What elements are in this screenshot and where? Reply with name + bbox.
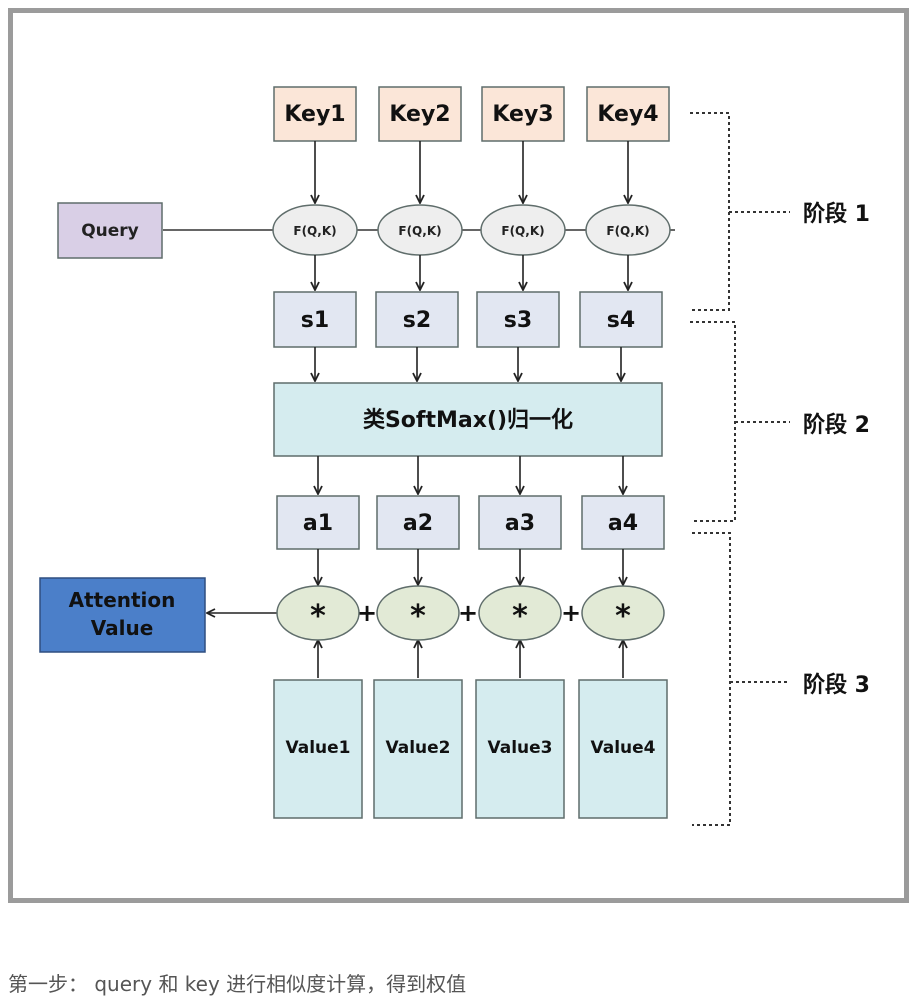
weight-to-multiply-arrows (318, 549, 623, 585)
caption-text: 第一步： query 和 key 进行相似度计算，得到权值 (8, 972, 467, 996)
similarity-ellipse-2: F(Q,K) (377, 204, 463, 256)
score-box-4: s4 (579, 291, 663, 348)
value-box-1: Value1 (273, 679, 363, 819)
key-box-3: Key3 (481, 86, 565, 142)
score-label: s1 (301, 308, 329, 333)
value-row: Value1 Value2 Value3 Value4 (273, 679, 668, 819)
multiply-ellipse-4: * (581, 585, 665, 641)
key-box-1: Key1 (273, 86, 357, 142)
stage-2-label: 阶段 2 (803, 412, 870, 438)
multiply-ellipse-1: * (276, 585, 360, 641)
multiply-symbol: * (615, 599, 631, 634)
f-to-score-arrows (315, 255, 628, 290)
key-label: Key4 (597, 102, 658, 127)
score-box-1: s1 (273, 291, 357, 348)
query-label: Query (81, 221, 139, 241)
value-label: Value1 (286, 738, 351, 758)
weight-label: a2 (403, 511, 433, 536)
weight-box-1: a1 (276, 495, 360, 550)
score-box-2: s2 (375, 291, 459, 348)
attention-value-box: Attention Value (39, 577, 206, 653)
query-box: Query (57, 202, 163, 259)
stage-3-bracket (692, 532, 731, 826)
plus-sign: + (458, 599, 478, 627)
multiply-symbol: * (310, 599, 326, 634)
fqk-label: F(Q,K) (606, 224, 649, 238)
value-label: Value2 (386, 738, 451, 758)
attention-label-line1: Attention (69, 588, 176, 612)
key-label: Key1 (284, 102, 345, 127)
value-to-multiply-arrows (318, 640, 623, 678)
key-row: Key1 Key2 Key3 Key4 (273, 86, 670, 142)
stage-labels: 阶段 1 阶段 2 阶段 3 (803, 201, 870, 698)
fqk-label: F(Q,K) (398, 224, 441, 238)
multiply-ellipse-2: * (376, 585, 460, 641)
stage-brackets (690, 112, 790, 826)
score-box-3: s3 (476, 291, 560, 348)
score-to-softmax-arrows (315, 347, 621, 381)
similarity-ellipse-4: F(Q,K) (585, 204, 671, 256)
fqk-label: F(Q,K) (501, 224, 544, 238)
softmax-box: 类SoftMax()归一化 (273, 382, 663, 457)
value-label: Value4 (591, 738, 656, 758)
multiply-symbol: * (512, 599, 528, 634)
score-row: s1 s2 s3 s4 (273, 291, 663, 348)
stage-1-bracket (690, 112, 730, 311)
plus-sign: + (357, 599, 377, 627)
key-to-f-arrows (315, 141, 628, 203)
multiply-symbol: * (410, 599, 426, 634)
stage-3-label: 阶段 3 (803, 672, 870, 698)
weight-box-3: a3 (478, 495, 562, 550)
value-label: Value3 (488, 738, 553, 758)
similarity-ellipse-1: F(Q,K) (272, 204, 358, 256)
weight-row: a1 a2 a3 a4 (276, 495, 665, 550)
weight-label: a1 (303, 511, 333, 536)
attention-label-line2: Value (91, 616, 154, 640)
stage-1-label: 阶段 1 (803, 201, 870, 227)
score-label: s2 (403, 308, 431, 333)
softmax-to-weight-arrows (318, 456, 623, 494)
plus-sign: + (561, 599, 581, 627)
softmax-label: 类SoftMax()归一化 (363, 407, 573, 433)
weight-label: a4 (608, 511, 638, 536)
multiply-ellipse-3: * (478, 585, 562, 641)
similarity-ellipse-3: F(Q,K) (480, 204, 566, 256)
similarity-row: F(Q,K) F(Q,K) F(Q,K) F(Q,K) (272, 204, 671, 256)
value-box-3: Value3 (475, 679, 565, 819)
multiply-row: * * * * (276, 585, 665, 641)
key-box-4: Key4 (586, 86, 670, 142)
score-label: s3 (504, 308, 532, 333)
weight-label: a3 (505, 511, 535, 536)
key-label: Key2 (389, 102, 450, 127)
value-box-4: Value4 (578, 679, 668, 819)
key-label: Key3 (492, 102, 553, 127)
fqk-label: F(Q,K) (293, 224, 336, 238)
score-label: s4 (607, 308, 635, 333)
stage-2-bracket (690, 321, 736, 522)
weight-box-2: a2 (376, 495, 460, 550)
weight-box-4: a4 (581, 495, 665, 550)
plus-signs: + + + (357, 599, 581, 627)
value-box-2: Value2 (373, 679, 463, 819)
key-box-2: Key2 (378, 86, 462, 142)
